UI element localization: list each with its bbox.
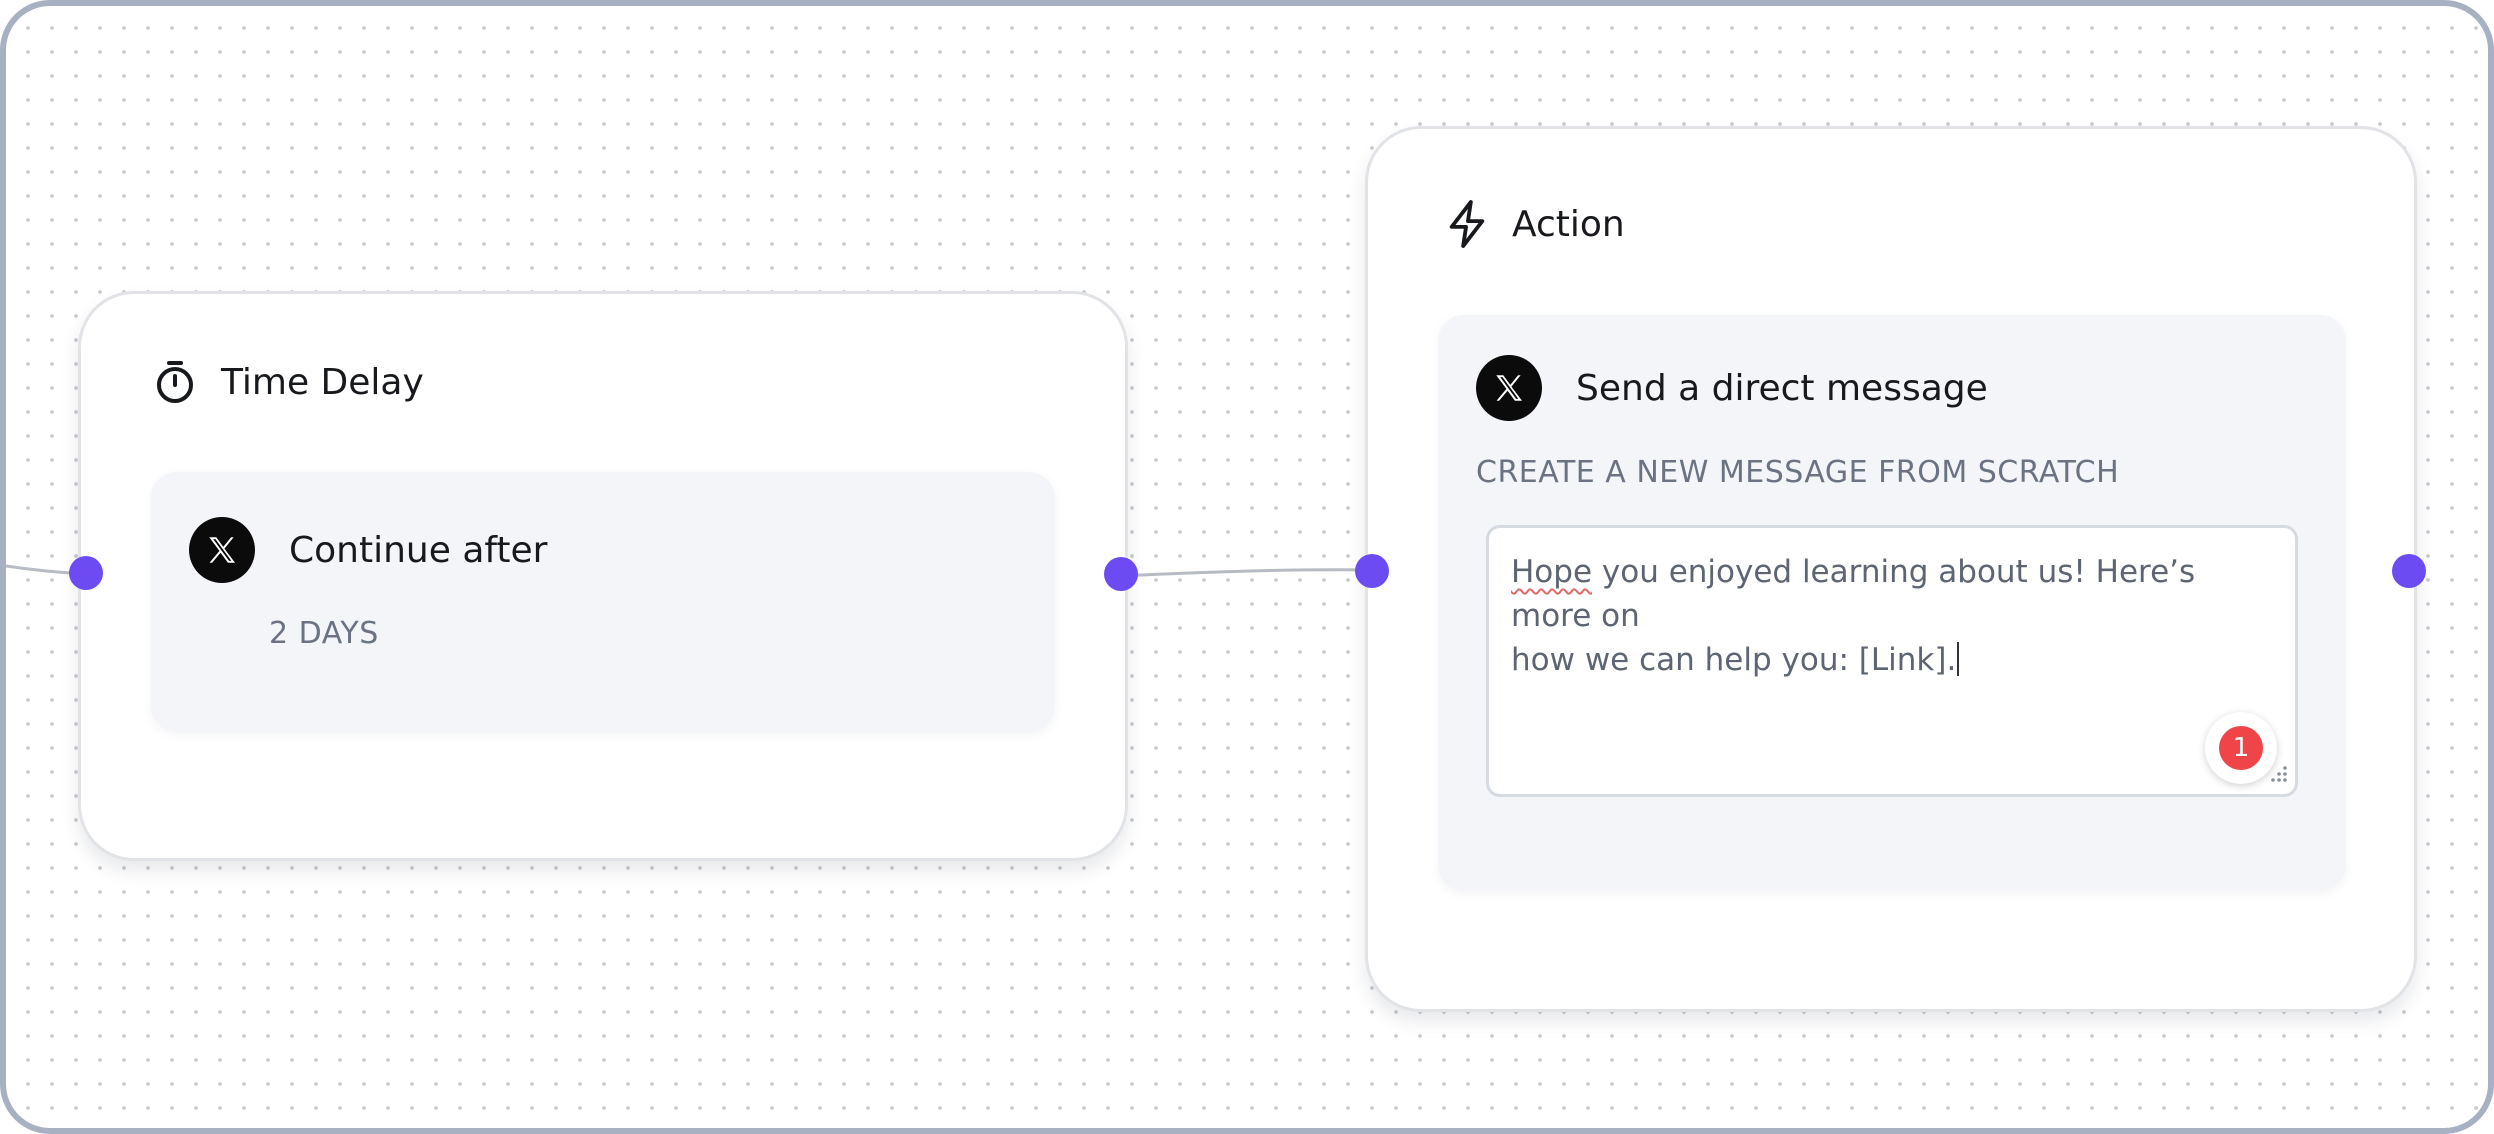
- issue-count-badge: 1: [2219, 726, 2263, 770]
- continue-after-label: Continue after: [289, 529, 548, 571]
- stopwatch-icon: [151, 358, 199, 406]
- message-line1: you enjoyed learning about us! Here’s mo…: [1511, 554, 2196, 634]
- misspelled-word: Hope: [1511, 554, 1593, 590]
- delay-duration: 2 DAYS: [269, 616, 379, 651]
- message-mode-label: CREATE A NEW MESSAGE FROM SCRATCH: [1476, 455, 2120, 490]
- x-logo-icon: [1476, 355, 1542, 421]
- action-title: Action: [1512, 203, 1625, 245]
- edge-time-delay-to-action: [1119, 568, 1375, 578]
- send-direct-message-row: Send a direct message: [1476, 355, 1988, 421]
- lightning-bolt-icon: [1444, 199, 1490, 249]
- send-direct-message-label: Send a direct message: [1576, 367, 1988, 409]
- action-step-card[interactable]: Send a direct message CREATE A NEW MESSA…: [1438, 315, 2346, 891]
- action-input-handle[interactable]: [1355, 554, 1389, 588]
- message-line2: how we can help you: [Link].: [1511, 642, 1957, 678]
- time-delay-output-handle[interactable]: [1104, 557, 1138, 591]
- message-text: Hope you enjoyed learning about us! Here…: [1511, 550, 2251, 682]
- resize-handle-icon[interactable]: [2269, 764, 2289, 784]
- time-delay-step-card[interactable]: Continue after 2 DAYS: [151, 472, 1055, 732]
- action-node[interactable]: Action Send a direct message CREATE A NE…: [1365, 126, 2417, 1012]
- continue-after-row: Continue after: [189, 517, 548, 583]
- grammar-check-badge[interactable]: 1: [2205, 712, 2277, 784]
- action-header: Action: [1444, 199, 1625, 249]
- message-textarea[interactable]: Hope you enjoyed learning about us! Here…: [1486, 525, 2298, 797]
- text-caret: [1957, 642, 1960, 676]
- x-logo-icon: [189, 517, 255, 583]
- time-delay-node[interactable]: Time Delay Continue after 2 DAYS: [78, 291, 1128, 861]
- action-output-handle[interactable]: [2392, 554, 2426, 588]
- time-delay-input-handle[interactable]: [69, 556, 103, 590]
- time-delay-title: Time Delay: [221, 361, 424, 403]
- time-delay-header: Time Delay: [151, 358, 424, 406]
